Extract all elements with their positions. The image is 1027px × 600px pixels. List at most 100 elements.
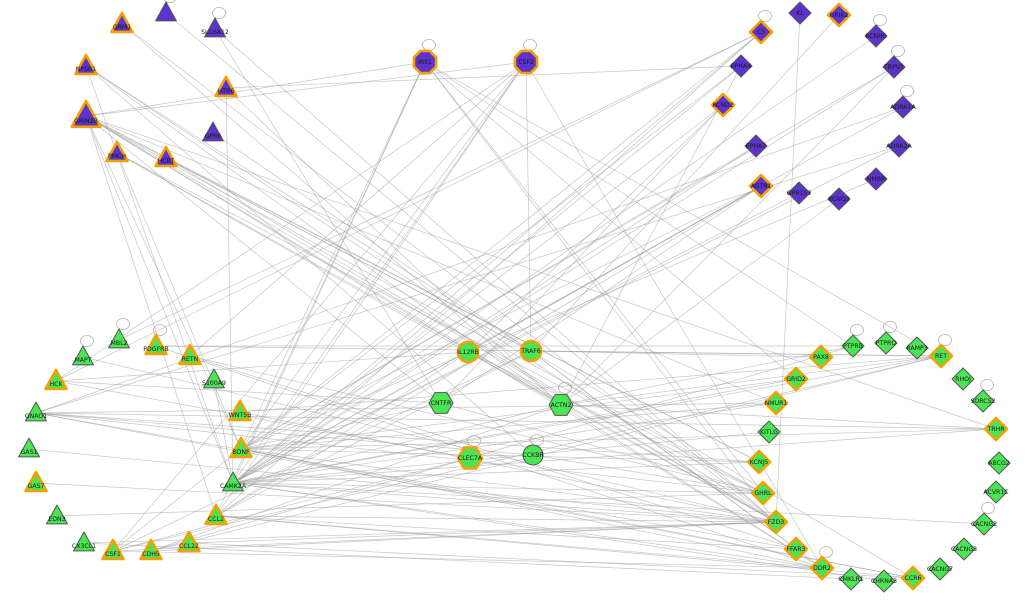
network-edge [189, 61, 527, 357]
node-CLEC7A[interactable] [456, 446, 484, 470]
network-edge [240, 402, 777, 450]
node-PTPRB[interactable] [841, 334, 865, 358]
self-loop-edge [819, 546, 833, 558]
network-edge [112, 550, 823, 569]
node-CSF2[interactable] [513, 49, 539, 75]
triangle-node-shape [108, 328, 130, 349]
self-loop-edge [981, 502, 995, 514]
node-NMUR1[interactable] [763, 390, 789, 416]
network-edge [215, 515, 823, 569]
node-GPR153[interactable] [787, 181, 811, 205]
node-DDR2[interactable] [809, 555, 835, 581]
node-GAS1[interactable] [18, 437, 40, 458]
triangle-node-shape [70, 99, 102, 129]
network-edge [85, 115, 442, 404]
node-RHOJ[interactable] [951, 367, 975, 391]
node-S100A9[interactable] [203, 368, 225, 389]
network-edge [150, 521, 777, 552]
node-EPHA7[interactable] [744, 134, 768, 158]
node-SORCS2[interactable] [971, 389, 995, 413]
node-RAMP3[interactable] [905, 336, 929, 360]
node-GRIK2[interactable] [826, 2, 852, 28]
node-EPHA4[interactable] [729, 54, 753, 78]
network-edge [165, 157, 777, 523]
node-RET[interactable] [928, 343, 954, 369]
node-PDGFRB[interactable] [144, 333, 168, 356]
node-ABCG2[interactable] [987, 451, 1011, 475]
network-edge [530, 350, 823, 569]
node-CX3CL1[interactable] [73, 531, 95, 552]
triangle-node-shape [72, 345, 94, 366]
node-ACVR1C[interactable] [984, 480, 1008, 504]
node-IRS1[interactable] [412, 49, 438, 75]
node-BDNF[interactable] [229, 436, 253, 459]
node-HCK[interactable] [44, 368, 68, 391]
node-PAX8[interactable] [808, 344, 834, 370]
node-HTR6[interactable] [214, 75, 238, 98]
network-edge [232, 104, 724, 484]
node-GRIN2B[interactable] [70, 99, 102, 129]
node-EDN3[interactable] [46, 504, 68, 525]
triangle-node-shape [18, 437, 40, 458]
triangle-node-shape [204, 17, 226, 38]
node-TRAF6[interactable] [519, 339, 543, 363]
diamond-node-shape [928, 557, 952, 581]
node-CCR6[interactable] [900, 565, 926, 591]
node-FFAR3[interactable] [783, 536, 809, 562]
node-KL[interactable] [788, 1, 812, 25]
node-tri2[interactable] [155, 1, 177, 22]
node-CNTFR[interactable] [428, 392, 454, 414]
node-CSF1[interactable] [101, 538, 125, 561]
node-MBL2[interactable] [108, 328, 130, 349]
network-edge [240, 402, 442, 450]
node-GPR6[interactable] [202, 121, 224, 142]
network-edge [232, 482, 777, 523]
node-IL12RB[interactable] [456, 340, 480, 364]
node-GAS7[interactable] [24, 470, 48, 493]
node-GHRL[interactable] [750, 480, 776, 506]
node-NPSR1[interactable] [74, 53, 98, 76]
node-ADRA1A[interactable] [891, 95, 915, 119]
node-TRPV1[interactable] [882, 55, 906, 79]
node-NMBR[interactable] [864, 167, 888, 191]
node-AGTR1[interactable] [748, 173, 774, 199]
node-CACNG3[interactable] [952, 537, 976, 561]
node-PMCH[interactable] [105, 140, 129, 163]
node-CCL22[interactable] [177, 530, 201, 553]
node-CACNG2[interactable] [972, 512, 996, 536]
node-CCKBR[interactable] [522, 444, 544, 466]
node-PTPRO[interactable] [874, 331, 898, 355]
node-RETN[interactable] [178, 343, 202, 366]
node-WNT5B[interactable] [228, 399, 252, 422]
node-HCRT[interactable] [154, 145, 178, 168]
diamond-node-shape [788, 1, 812, 25]
node-CCL2[interactable] [204, 503, 228, 526]
node-TRHR[interactable] [983, 416, 1009, 442]
node-SLC6A12[interactable] [204, 17, 226, 38]
node-CMKLR1[interactable] [839, 567, 863, 591]
node-CDH5[interactable] [139, 538, 163, 561]
node-ACTN2[interactable] [548, 394, 574, 416]
network-edge [85, 61, 426, 117]
octagon-node-shape [412, 49, 438, 75]
node-KCNQ3[interactable] [827, 187, 851, 211]
network-edge [240, 65, 742, 450]
node-KCNJ5[interactable] [746, 449, 772, 475]
node-KCNH5[interactable] [864, 24, 888, 48]
node-GRID2[interactable] [783, 366, 809, 392]
node-GNAO1[interactable] [25, 401, 47, 422]
diamond-node-shape [826, 2, 852, 28]
node-CHRNA3[interactable] [872, 569, 896, 593]
node-CAMK2A[interactable] [222, 471, 244, 492]
node-GRM1[interactable] [110, 11, 134, 34]
node-KITLG[interactable] [757, 420, 781, 444]
node-MAPT[interactable] [72, 345, 94, 366]
network-edge [560, 66, 895, 406]
node-CACNG7[interactable] [928, 557, 952, 581]
node-KCND2[interactable] [710, 92, 736, 118]
node-ADRA2A[interactable] [887, 134, 911, 158]
node-FZD3[interactable] [763, 509, 789, 535]
network-edge [240, 428, 997, 450]
node-C3[interactable] [748, 19, 774, 45]
